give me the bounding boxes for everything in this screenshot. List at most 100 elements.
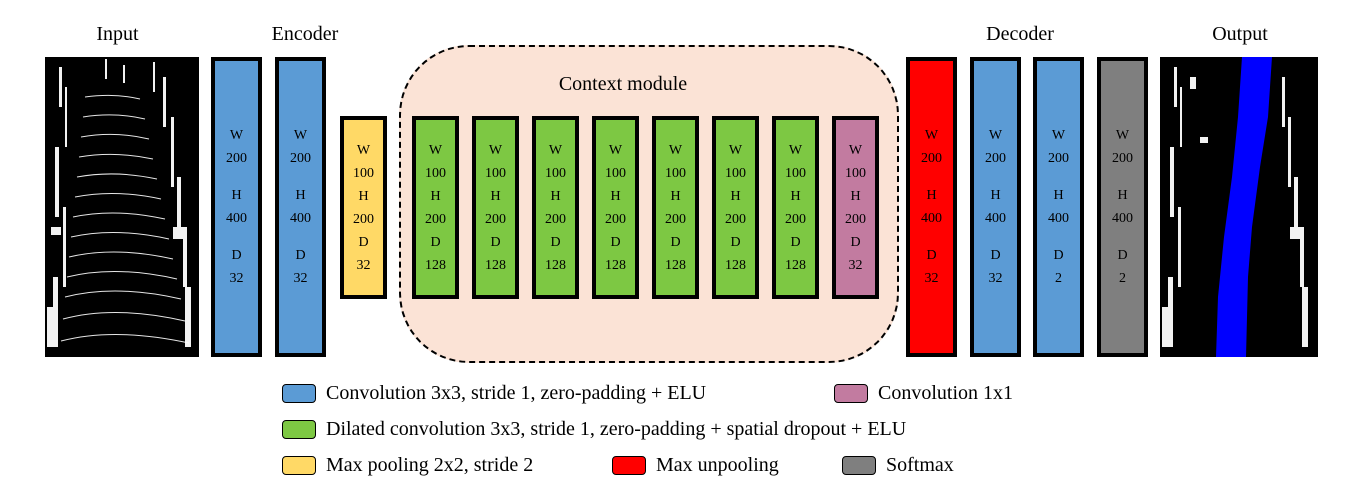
block-enc-conv-2-w-val: 200	[290, 151, 311, 166]
block-dec-conv-2-h-val: 400	[1048, 211, 1069, 226]
block-dilated-1-h: H	[430, 188, 441, 204]
block-dilated-1-h-val: 200	[425, 211, 446, 227]
decoder-header: Decoder	[986, 23, 1054, 45]
block-dilated-5-w: W	[668, 142, 683, 158]
block-dilated-2-d-val: 128	[485, 257, 506, 273]
block-conv1x1-w: W	[848, 142, 863, 158]
block-dilated-4-w: W	[608, 142, 623, 158]
block-enc-conv-2-h-val: 400	[290, 211, 311, 226]
legend-row-1: Convolution 3x3, stride 1, zero-padding …	[282, 382, 1082, 408]
block-conv1x1-d-val: 32	[848, 257, 863, 273]
block-unpool-h: H	[926, 188, 937, 203]
block-dilated-6-d: D	[730, 234, 741, 250]
legend-swatch-softmax	[842, 456, 876, 475]
block-dilated-4-h-val: 200	[605, 211, 626, 227]
block-dilated-7-d-val: 128	[785, 257, 806, 273]
block-unpool-d-val: 32	[924, 271, 939, 286]
legend-swatch-conv	[282, 384, 316, 403]
block-softmax-h-val: 400	[1112, 211, 1133, 226]
block-dilated-2-w-val: 100	[485, 165, 506, 181]
block-dilated-3-h-val: 200	[545, 211, 566, 227]
block-dec-conv-2-w: W	[1051, 128, 1066, 143]
block-dilated-1-d-val: 128	[425, 257, 446, 273]
block-conv1x1-h: H	[850, 188, 861, 204]
block-dilated-2-h: H	[490, 188, 501, 204]
block-dilated-5-w-val: 100	[665, 165, 686, 181]
legend-label-unpool: Max unpooling	[656, 454, 779, 476]
block-enc-conv-1-w: W	[229, 128, 244, 143]
block-dilated-7-w-val: 100	[785, 165, 806, 181]
block-softmax-h: H	[1117, 188, 1128, 203]
block-dilated-7-h-val: 200	[785, 211, 806, 227]
encoder-header: Encoder	[271, 23, 339, 45]
block-maxpool-w: W	[356, 142, 371, 158]
context-module-title: Context module	[558, 73, 688, 95]
block-dilated-6-h-val: 200	[725, 211, 746, 227]
block-dilated-3-d-val: 128	[545, 257, 566, 273]
block-dec-conv-2-d-val: 2	[1055, 271, 1062, 286]
legend-label-softmax: Softmax	[886, 454, 954, 476]
legend-item-softmax: Softmax	[842, 454, 954, 477]
block-dec-conv-2-d: D	[1053, 248, 1064, 263]
legend-swatch-maxpool	[282, 456, 316, 475]
block-dec-conv-1-w: W	[988, 128, 1003, 143]
block-dilated-1-w: W	[428, 142, 443, 158]
block-dilated-2-w: W	[488, 142, 503, 158]
block-dec-conv-1-h-val: 400	[985, 211, 1006, 226]
block-conv1x1-d: D	[850, 234, 861, 250]
block-dilated-4-w-val: 100	[605, 165, 626, 181]
block-softmax-w-val: 200	[1112, 151, 1133, 166]
input-header: Input	[96, 23, 139, 45]
block-dilated-2-h-val: 200	[485, 211, 506, 227]
block-dilated-6-d-val: 128	[725, 257, 746, 273]
block-dilated-5-h-val: 200	[665, 211, 686, 227]
block-dec-conv-2-h: H	[1053, 188, 1064, 203]
block-enc-conv-1-h: H	[231, 188, 242, 203]
legend-row-3: Max pooling 2x2, stride 2 Max unpooling …	[282, 454, 1082, 480]
legend-row-2: Dilated convolution 3x3, stride 1, zero-…	[282, 418, 1082, 444]
block-dilated-3-d: D	[550, 234, 561, 250]
block-maxpool-h-val: 200	[353, 211, 374, 227]
block-dilated-5-h: H	[670, 188, 681, 204]
block-dilated-4-d: D	[610, 234, 621, 250]
block-softmax-d: D	[1117, 248, 1128, 263]
block-enc-conv-2-d-val: 32	[293, 271, 308, 286]
legend-item-conv: Convolution 3x3, stride 1, zero-padding …	[282, 382, 706, 405]
block-unpool-d: D	[926, 248, 937, 263]
block-dilated-4-h: H	[610, 188, 621, 204]
block-maxpool-w-val: 100	[353, 165, 374, 181]
block-dilated-5-d: D	[670, 234, 681, 250]
input-pointcloud-graphic	[45, 57, 199, 357]
block-dilated-4-d-val: 128	[605, 257, 626, 273]
legend-item-dilated: Dilated convolution 3x3, stride 1, zero-…	[282, 418, 906, 441]
block-dilated-1-d: D	[430, 234, 441, 250]
legend-swatch-unpool	[612, 456, 646, 475]
block-dilated-3-w-val: 100	[545, 165, 566, 181]
legend-item-maxpool: Max pooling 2x2, stride 2	[282, 454, 533, 477]
output-segmentation-graphic	[1160, 57, 1318, 357]
block-dilated-1-w-val: 100	[425, 165, 446, 181]
legend-label-maxpool: Max pooling 2x2, stride 2	[326, 454, 534, 476]
block-enc-conv-1-d-val: 32	[229, 271, 244, 286]
output-image	[1160, 57, 1318, 357]
block-dilated-7-w: W	[788, 142, 803, 158]
legend-item-conv1x1: Convolution 1x1	[834, 382, 1013, 405]
block-dec-conv-1-d-val: 32	[988, 271, 1003, 286]
block-maxpool-d-val: 32	[356, 257, 371, 273]
output-header: Output	[1212, 23, 1268, 45]
legend-label-conv1x1: Convolution 1x1	[878, 382, 1014, 404]
block-dec-conv-1-h: H	[990, 188, 1001, 203]
block-maxpool-h: H	[358, 188, 369, 204]
